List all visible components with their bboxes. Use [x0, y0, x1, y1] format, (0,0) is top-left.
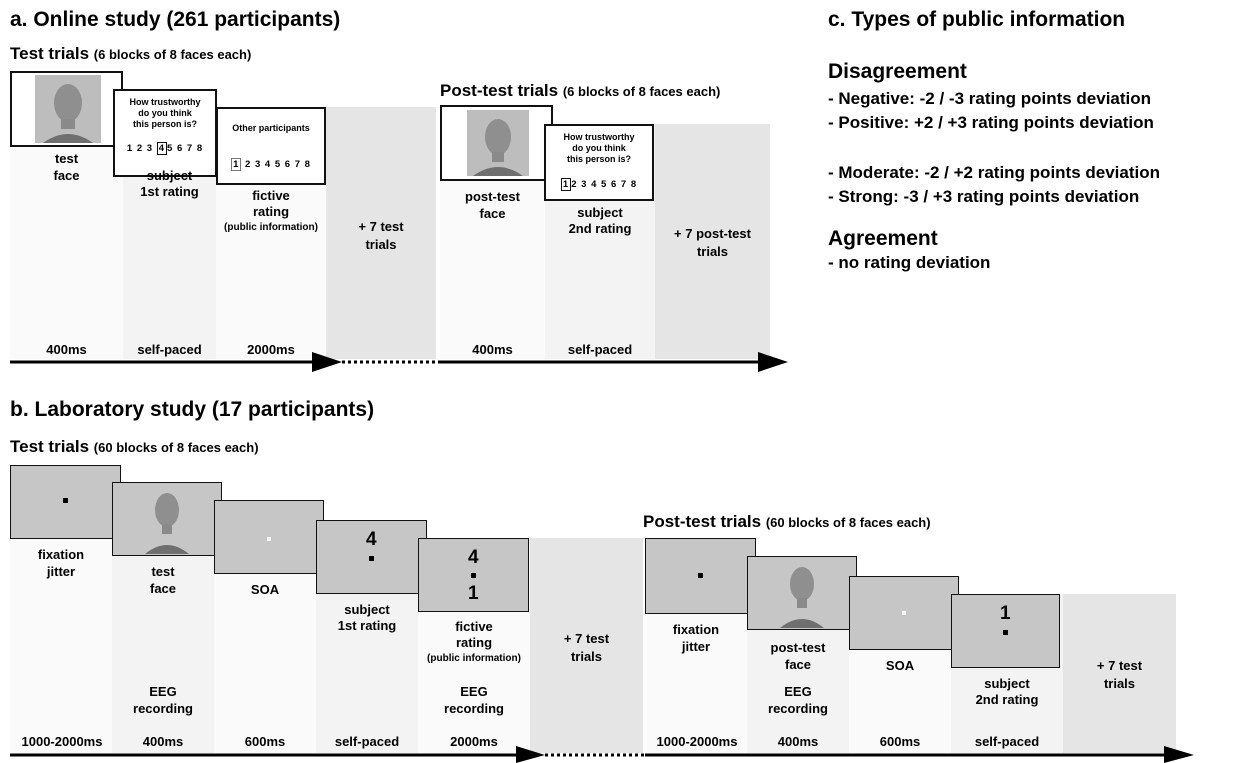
list-item: - Moderate: -2 / +2 rating points deviat… [828, 163, 1161, 182]
panel-c-title: c. Types of public information [828, 8, 1126, 31]
fictive-digit: 1 [468, 583, 479, 604]
fixation-dot-icon [1003, 630, 1008, 635]
timeline-arrow-icon [10, 746, 1194, 763]
time-label: self-paced [137, 342, 202, 357]
time-label: 2000ms [450, 734, 498, 749]
fixation-dot-icon [63, 498, 68, 503]
fixation-dot-icon [698, 573, 703, 578]
subject-rating-screen-b: 4 [316, 520, 427, 594]
label-soa: SOA [250, 582, 280, 597]
fixation-dot-icon [369, 556, 374, 561]
stage-plus-test-trials-b [530, 538, 643, 753]
time-label: 400ms [777, 734, 819, 749]
stage-plus-post-trials [655, 124, 770, 359]
second-rating-screen-b: 1 [951, 594, 1060, 668]
list-item: - Negative: -2 / -3 rating points deviat… [828, 89, 1152, 108]
panel-c: c. Types of public information Disagreem… [828, 8, 1160, 275]
rating-digit: 4 [468, 547, 479, 568]
time-label: 400ms [46, 342, 87, 357]
time-label: 2000ms [247, 342, 295, 357]
time-label: 400ms [472, 342, 513, 357]
time-label: self-paced [334, 734, 400, 749]
list-item: - Strong: -3 / +3 rating points deviatio… [828, 187, 1140, 206]
time-label: 600ms [879, 734, 921, 749]
list-item: - Positive: +2 / +3 rating points deviat… [828, 113, 1154, 132]
stage-plus-test-trials [326, 107, 436, 359]
panel-b-post-trials-heading: Post-test trials (60 blocks of 8 faces e… [643, 512, 931, 531]
agreement-heading: Agreement [828, 227, 938, 250]
fictive-rating-screen: Other participants 1 2 3 4 5 6 7 8 [216, 107, 326, 185]
panel-a-title: a. Online study (261 participants) [10, 8, 341, 31]
test-face-screen [10, 71, 123, 147]
post-face-screen-b [747, 556, 857, 630]
stage-plus-test-trials-b2 [1063, 594, 1176, 753]
time-label: self-paced [567, 342, 633, 357]
panel-b-test-trials-heading: Test trials (60 blocks of 8 faces each) [10, 437, 259, 456]
timeline-arrow-icon [10, 352, 788, 372]
disagreement-heading: Disagreement [828, 60, 967, 83]
fixation-screen [10, 465, 121, 539]
second-rating-screen: How trustworthy do you think this person… [544, 124, 654, 201]
soa-screen [214, 500, 324, 574]
face-icon [145, 493, 189, 554]
time-label: 400ms [142, 734, 184, 749]
post-face-screen [440, 105, 553, 181]
time-label: 1000-2000ms [656, 734, 738, 749]
label-post-soa: SOA [885, 658, 915, 673]
post-soa-screen [849, 576, 959, 650]
post-fixation-screen [645, 538, 756, 614]
face-icon [467, 110, 529, 176]
rating-digit: 1 [1000, 603, 1011, 624]
fictive-rating-screen-b: 4 1 [418, 538, 529, 612]
time-label: 600ms [244, 734, 286, 749]
rating-digit: 4 [366, 529, 377, 550]
stage-test-face [10, 107, 123, 359]
fixation-dot-icon [471, 573, 476, 578]
face-icon [35, 75, 101, 143]
time-label: self-paced [974, 734, 1040, 749]
fixation-dot-icon [902, 611, 906, 615]
subject-rating-screen: How trustworthy do you think this person… [113, 89, 217, 177]
panel-a-post-trials-heading: Post-test trials (6 blocks of 8 faces ea… [440, 81, 721, 100]
panel-b-title: b. Laboratory study (17 participants) [10, 398, 375, 421]
panel-a-test-trials-heading: Test trials (6 blocks of 8 faces each) [10, 44, 252, 63]
time-label: 1000-2000ms [21, 734, 103, 749]
list-item: - no rating deviation [828, 253, 991, 272]
face-icon [780, 567, 824, 628]
test-face-screen-b [112, 482, 222, 556]
fixation-dot-icon [267, 537, 271, 541]
